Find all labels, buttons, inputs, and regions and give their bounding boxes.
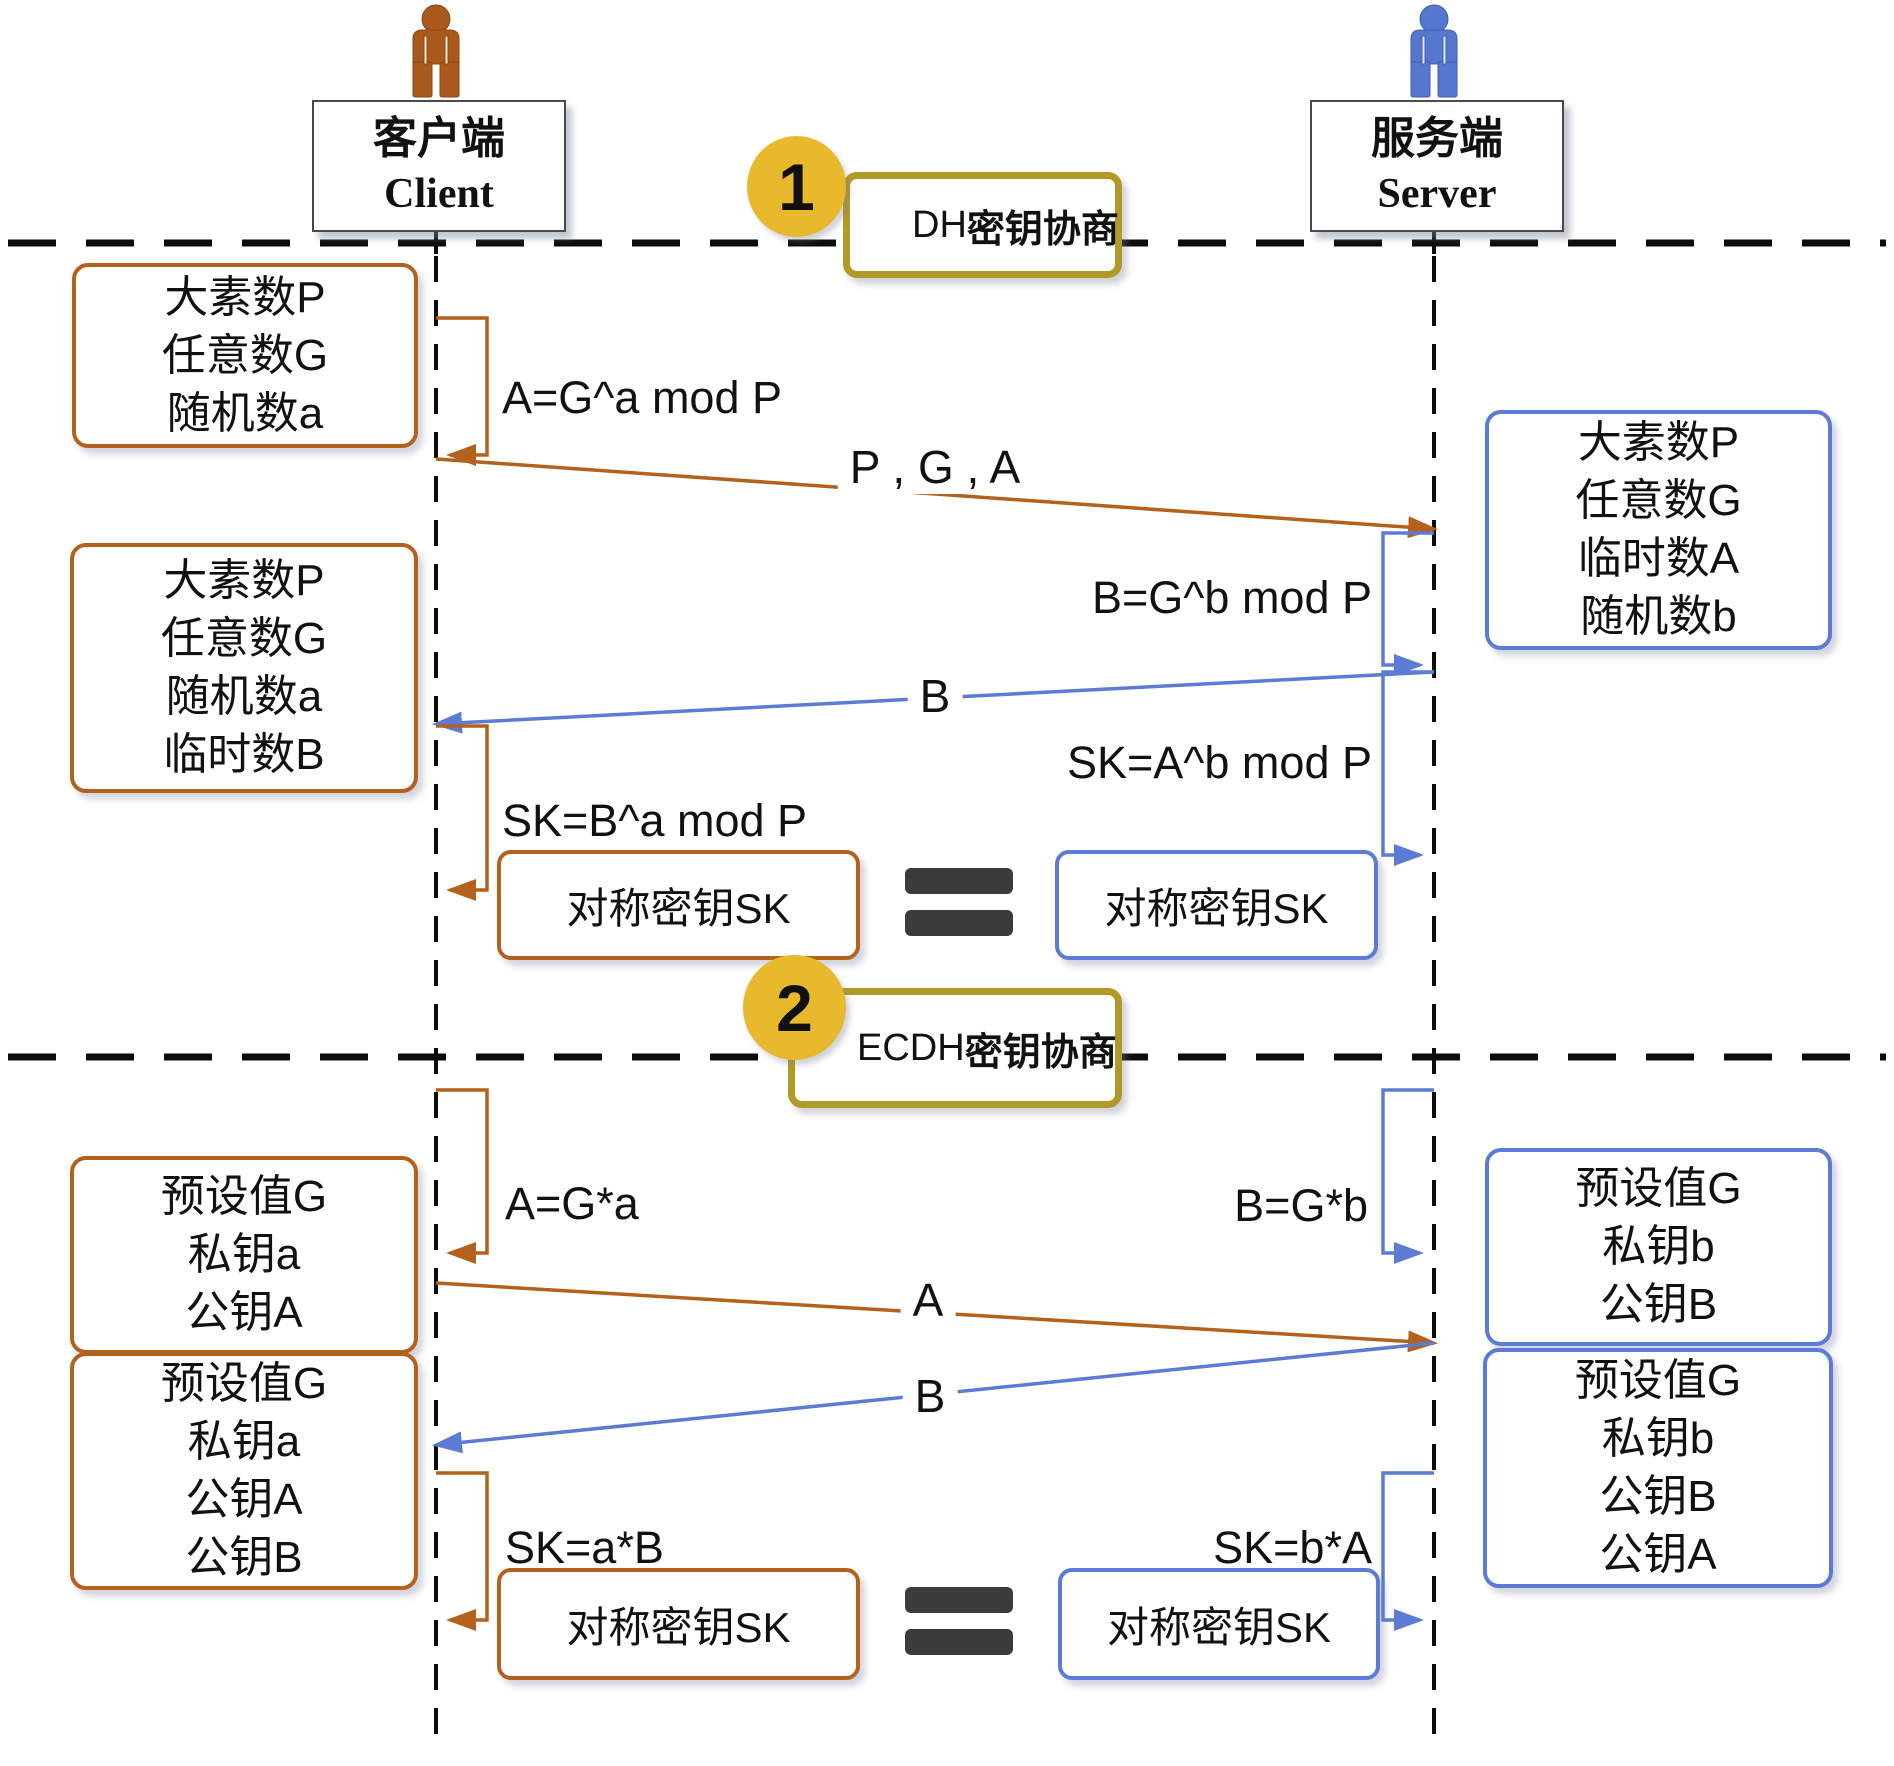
server-subtitle: Server: [1377, 171, 1497, 217]
ecdh-client-selfloop-sk: [436, 1471, 489, 1631]
dh-client-sk-calc-label: SK=B^a mod P: [502, 795, 808, 846]
dh-client-params-box-2: 大素数P 任意数G 随机数a 临时数B: [70, 543, 418, 793]
ecdh-client-sk-calc-label: SK=a*B: [505, 1522, 664, 1573]
dh-client-selfloop-sk: [436, 724, 489, 901]
ecdh-server-calc-label: B=G*b: [1234, 1180, 1368, 1231]
client-actor-box: 客户端 Client: [312, 100, 566, 232]
dh-server-selfloop-calcB: [1381, 531, 1434, 676]
ecdh-message-b-label: B: [902, 1369, 958, 1423]
dh-client-params-box-1: 大素数P 任意数G 随机数a: [72, 263, 418, 448]
ecdh-server-params-box-2: 预设值G 私钥b 公钥B 公钥A: [1483, 1348, 1833, 1588]
ecdh-server-params-box-1: 预设值G 私钥b 公钥B: [1485, 1148, 1832, 1346]
dh-server-calc-label: B=G^b mod P: [1092, 572, 1372, 623]
dh-message-pga-label: P , G , A: [837, 440, 1033, 494]
ecdh-client-params-box-1: 预设值G 私钥a 公钥A: [70, 1156, 418, 1354]
dh-server-symmetric-key-box: 对称密钥SK: [1055, 850, 1378, 960]
ecdh-badge-title: 密钥协商: [964, 1031, 1117, 1074]
ecdh-message-a-label: A: [900, 1273, 956, 1327]
ecdh-server-symmetric-key-box: 对称密钥SK: [1058, 1568, 1380, 1680]
ecdh-server-selfloop-sk: [1381, 1471, 1434, 1631]
ecdh-equals-sign: =: [905, 1587, 1013, 1657]
ecdh-server-selfloop-calcB: [1381, 1088, 1434, 1264]
dh-client-symmetric-key-box: 对称密钥SK: [497, 850, 860, 960]
client-title: 客户端: [373, 114, 505, 163]
dh-server-params-box: 大素数P 任意数G 临时数A 随机数b: [1485, 410, 1832, 650]
client-subtitle: Client: [384, 171, 494, 217]
server-person-icon: [1410, 4, 1458, 98]
server-title: 服务端: [1371, 114, 1503, 163]
ecdh-badge-prefix: ECDH: [857, 1026, 965, 1069]
dh-badge-title: 密钥协商: [966, 208, 1119, 251]
ecdh-client-calc-label: A=G*a: [505, 1178, 639, 1229]
dh-message-b-label: B: [907, 669, 963, 723]
dh-badge-prefix: DH: [912, 203, 967, 246]
dh-message-pga-arrow: [435, 457, 1438, 539]
ecdh-client-symmetric-key-box: 对称密钥SK: [497, 1568, 860, 1680]
dh-equals-sign: =: [905, 868, 1013, 938]
dh-client-selfloop-calcA: [436, 316, 489, 466]
ecdh-badge-number: 2: [743, 955, 846, 1060]
dh-client-calc-label: A=G^a mod P: [502, 372, 782, 423]
ecdh-client-selfloop-calcA: [436, 1088, 489, 1264]
ecdh-client-params-box-2: 预设值G 私钥a 公钥A 公钥B: [70, 1352, 418, 1590]
server-actor-box: 服务端 Server: [1310, 100, 1564, 232]
ecdh-server-sk-calc-label: SK=b*A: [1213, 1522, 1372, 1573]
dh-server-sk-calc-label: SK=A^b mod P: [1066, 737, 1372, 788]
dh-server-selfloop-sk: [1381, 670, 1434, 866]
dh-badge-number: 1: [747, 136, 846, 237]
client-person-icon: [412, 4, 460, 98]
